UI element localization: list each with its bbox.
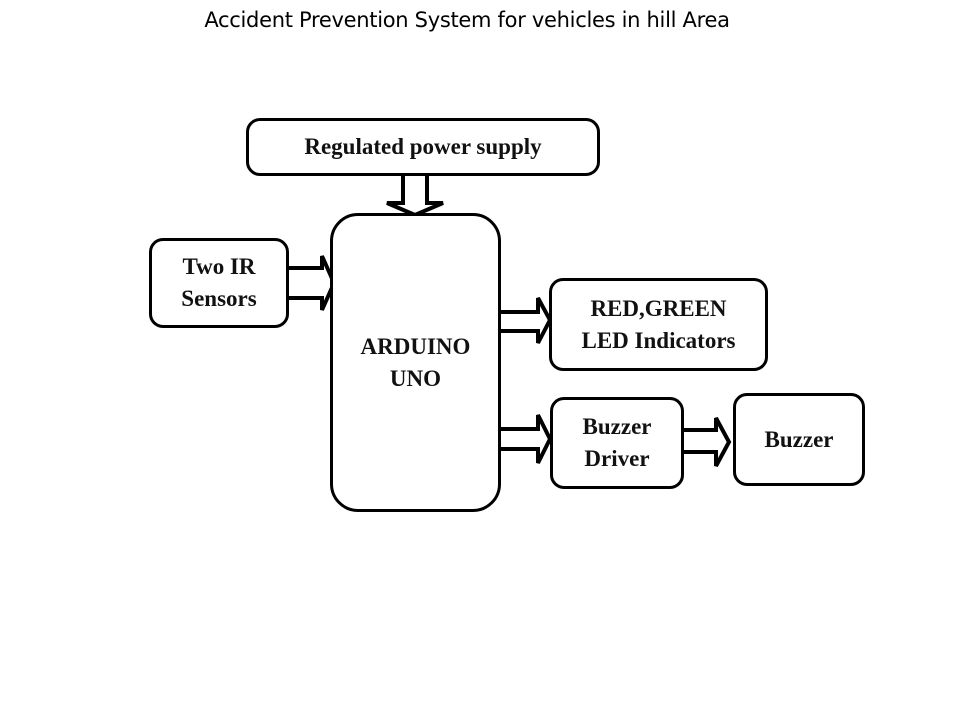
block-label: ARDUINO UNO — [360, 333, 471, 391]
block-buzzer: Buzzer — [733, 393, 865, 486]
block-power-supply: Regulated power supply — [246, 118, 600, 176]
block-label: Regulated power supply — [304, 134, 542, 159]
block-label: RED,GREEN LED Indicators — [581, 295, 736, 353]
arrow-arduino-to-leds — [500, 297, 553, 344]
block-label: Two IR Sensors — [181, 254, 257, 311]
arrow-driver-to-buzzer — [682, 417, 732, 467]
arrow-arduino-to-buzzer-driver — [500, 414, 553, 464]
block-buzzer-driver: Buzzer Driver — [550, 397, 684, 489]
block-ir-sensors: Two IR Sensors — [149, 238, 289, 328]
block-arduino-uno: ARDUINO UNO — [330, 213, 501, 512]
arrow-power-to-arduino — [386, 175, 444, 218]
diagram-title: Accident Prevention System for vehicles … — [204, 8, 730, 32]
arrow-sensors-to-arduino — [287, 255, 337, 311]
block-led-indicators: RED,GREEN LED Indicators — [549, 278, 768, 371]
block-label: Buzzer Driver — [582, 414, 652, 471]
block-label: Buzzer — [764, 426, 834, 452]
